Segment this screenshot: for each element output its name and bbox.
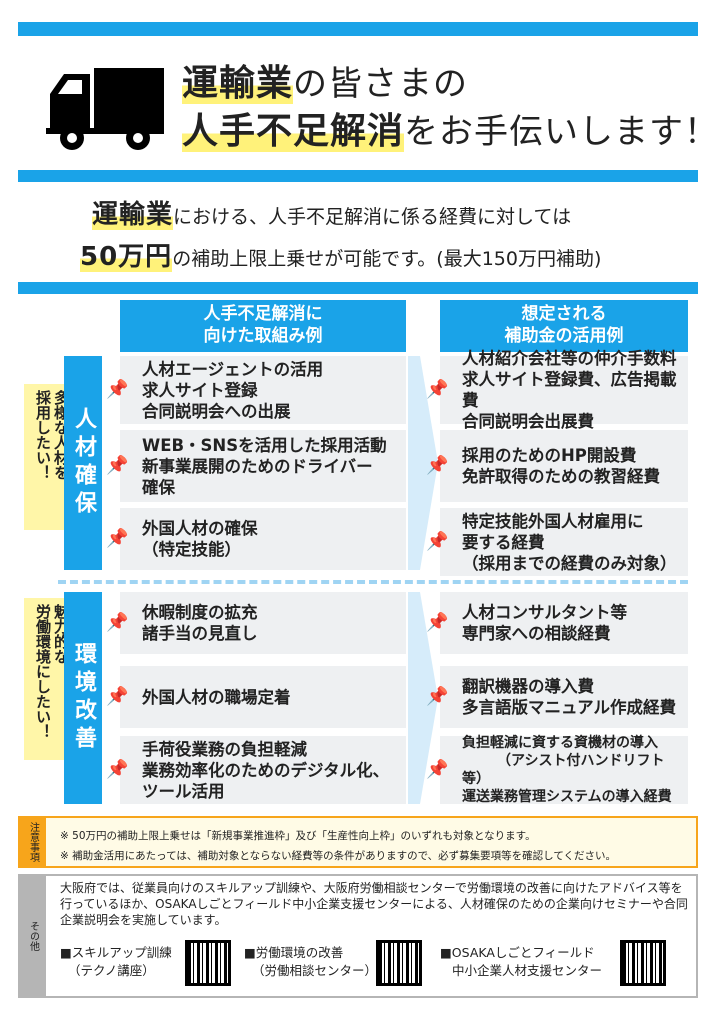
arrow-section1 [408,356,438,570]
pin-icon: 📌 [426,612,449,633]
main-title-line1: 運輸業の皆さまの [182,63,469,104]
other-side-label: その他 [20,876,46,996]
pin-icon: 📌 [426,759,449,780]
notes-side-label: 注意事項 [20,818,46,866]
pin-icon: 📌 [426,531,449,552]
pin-icon: 📌 [106,686,129,707]
section1-label: 人材確保 [64,356,102,570]
column-head-right: 想定される 補助金の活用例 [440,300,688,352]
notes-frame [18,816,698,868]
arrow-section2 [408,592,438,804]
section2-right-3: 📌負担軽減に資する資機材の導入 （アシスト付ハンドリフト等） 運送業務管理システ… [426,735,688,805]
top-bar [18,22,698,36]
pin-icon: 📌 [106,528,129,549]
section2-right-1: 📌人材コンサルタント等 専門家への相談経費 [426,592,688,654]
qr-code-skillup[interactable] [185,940,231,986]
section1-left-1: 📌人材エージェントの活用 求人サイト登録 合同説明会への出展 [106,356,406,424]
link-osaka-field[interactable]: ■OSAKAしごとフィールド中小企業人材支援センター [440,945,603,978]
section2-left-2: 📌外国人材の職場定着 [106,666,406,728]
qr-code-osaka-field[interactable] [620,940,666,986]
other-frame [18,874,698,998]
pin-icon: 📌 [106,612,129,633]
pin-icon: 📌 [426,455,449,476]
pin-icon: 📌 [106,759,129,780]
section2-left-1: 📌休暇制度の拡充 諸手当の見直し [106,592,406,654]
section2-label: 環境改善 [64,592,102,804]
pin-icon: 📌 [426,686,449,707]
notes-line2: ※ 補助金活用にあたっては、補助対象とならない経費等の条件がありますので、必ず募… [60,850,617,862]
section1-right-1: 📌人材紹介会社等の仲介手数料 求人サイト登録費、広告掲載費 合同説明会出展費 [426,349,688,431]
section1-left-2: 📌WEB・SNSを活用した採用活動 新事業展開のためのドライバー 確保 [106,430,406,502]
main-title-line2: 人手不足解消をお手伝いします！ [182,111,716,152]
pin-icon: 📌 [426,379,449,400]
section1-left-3: 📌外国人材の確保 （特定技能） [106,508,406,570]
section2-right-2: 📌翻訳機器の導入費 多言語版マニュアル作成経費 [426,666,688,728]
truck-icon [44,66,166,152]
notes-line1: ※ 50万円の補助上限上乗せは「新規事業推進枠」及び「生産性向上枠」のいずれも対… [60,830,536,842]
link-labor[interactable]: ■労働環境の改善（労働相談センター） [244,945,378,978]
section1-right-2: 📌採用のためのHP開設費 免許取得のための教習経費 [426,430,688,502]
section-separator [58,580,688,584]
summary-line1: 運輸業における、人手不足解消に係る経費に対しては [92,200,572,230]
pin-icon: 📌 [106,455,129,476]
divider-bar-2 [18,282,698,294]
summary-line2: 50万円の補助上限上乗せが可能です。(最大150万円補助) [80,242,602,272]
section2-left-3: 📌手荷役業務の負担軽減 業務効率化のためのデジタル化、 ツール活用 [106,736,406,804]
column-head-left: 人手不足解消に 向けた取組み例 [120,300,406,352]
link-skillup[interactable]: ■スキルアップ訓練（テクノ講座） [60,945,172,978]
pin-icon: 📌 [106,379,129,400]
divider-bar [18,170,698,182]
other-text: 大阪府では、従業員向けのスキルアップ訓練や、大阪府労働相談センターで労働環境の改… [60,881,688,927]
section1-right-3: 📌特定技能外国人材雇用に 要する経費 （採用までの経費のみ対象） [426,508,688,576]
qr-code-labor[interactable] [376,940,422,986]
